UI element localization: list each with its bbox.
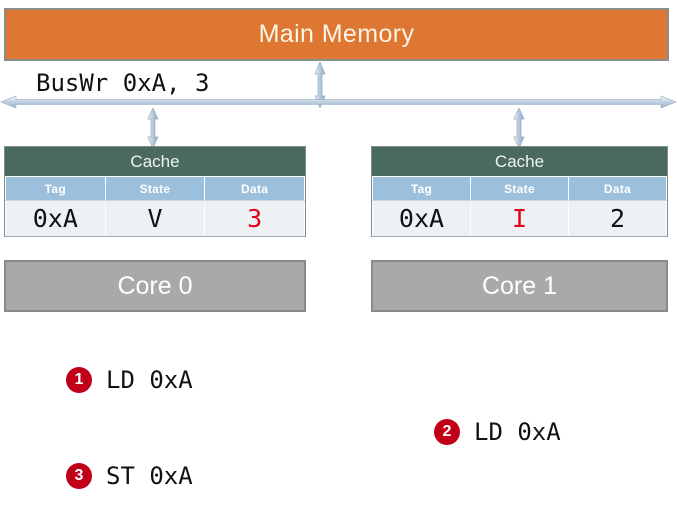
step-badge-3: 3 xyxy=(66,463,92,489)
cache-title-core1: Cache xyxy=(371,146,668,176)
table-header-row: Tag State Data xyxy=(5,176,305,201)
column-header-state: State xyxy=(104,176,206,201)
cache-title-core0: Cache xyxy=(4,146,306,176)
column-header-tag: Tag xyxy=(5,176,106,201)
main-memory-block: Main Memory xyxy=(4,8,669,61)
core-box-0: Core 0 xyxy=(4,260,306,312)
cell-state: V xyxy=(104,200,206,237)
column-header-state: State xyxy=(470,176,569,201)
cache-block-core1: Cache Tag State Data 0xA I 2 xyxy=(371,146,668,237)
instruction-step-3: 3 ST 0xA xyxy=(66,462,193,490)
cell-tag: 0xA xyxy=(372,200,471,237)
table-row: 0xA I 2 xyxy=(372,200,667,237)
cache-block-core0: Cache Tag State Data 0xA V 3 xyxy=(4,146,306,237)
column-header-data: Data xyxy=(568,176,667,201)
bus-transaction-label: BusWr 0xA, 3 xyxy=(36,69,210,97)
core-label-0: Core 0 xyxy=(117,271,193,300)
table-row: 0xA V 3 xyxy=(5,200,305,237)
cache-table-wrap-core0: Tag State Data 0xA V 3 xyxy=(4,176,306,237)
column-header-data: Data xyxy=(204,176,305,201)
instruction-step-2: 2 LD 0xA xyxy=(434,418,561,446)
system-bus-arrow-icon xyxy=(0,95,677,109)
core-label-1: Core 1 xyxy=(481,271,558,300)
cache-table-core1: Tag State Data 0xA I 2 xyxy=(372,176,667,237)
cache-table-wrap-core1: Tag State Data 0xA I 2 xyxy=(371,176,668,237)
memory-to-bus-arrow-icon xyxy=(311,61,329,113)
column-header-tag: Tag xyxy=(372,176,471,201)
cell-tag: 0xA xyxy=(5,200,106,237)
cell-state: I xyxy=(470,200,569,237)
table-header-row: Tag State Data xyxy=(372,176,667,201)
main-memory-label: Main Memory xyxy=(258,20,415,48)
step-badge-2: 2 xyxy=(434,419,460,445)
cell-data: 2 xyxy=(568,200,667,237)
step-badge-1: 1 xyxy=(66,367,92,393)
instruction-step-1: 1 LD 0xA xyxy=(66,366,193,394)
instruction-text-1: LD 0xA xyxy=(106,366,193,394)
cell-data: 3 xyxy=(204,200,305,237)
instruction-text-3: ST 0xA xyxy=(106,462,193,490)
core-box-1: Core 1 xyxy=(371,260,668,312)
cache-table-core0: Tag State Data 0xA V 3 xyxy=(5,176,305,237)
instruction-text-2: LD 0xA xyxy=(474,418,561,446)
